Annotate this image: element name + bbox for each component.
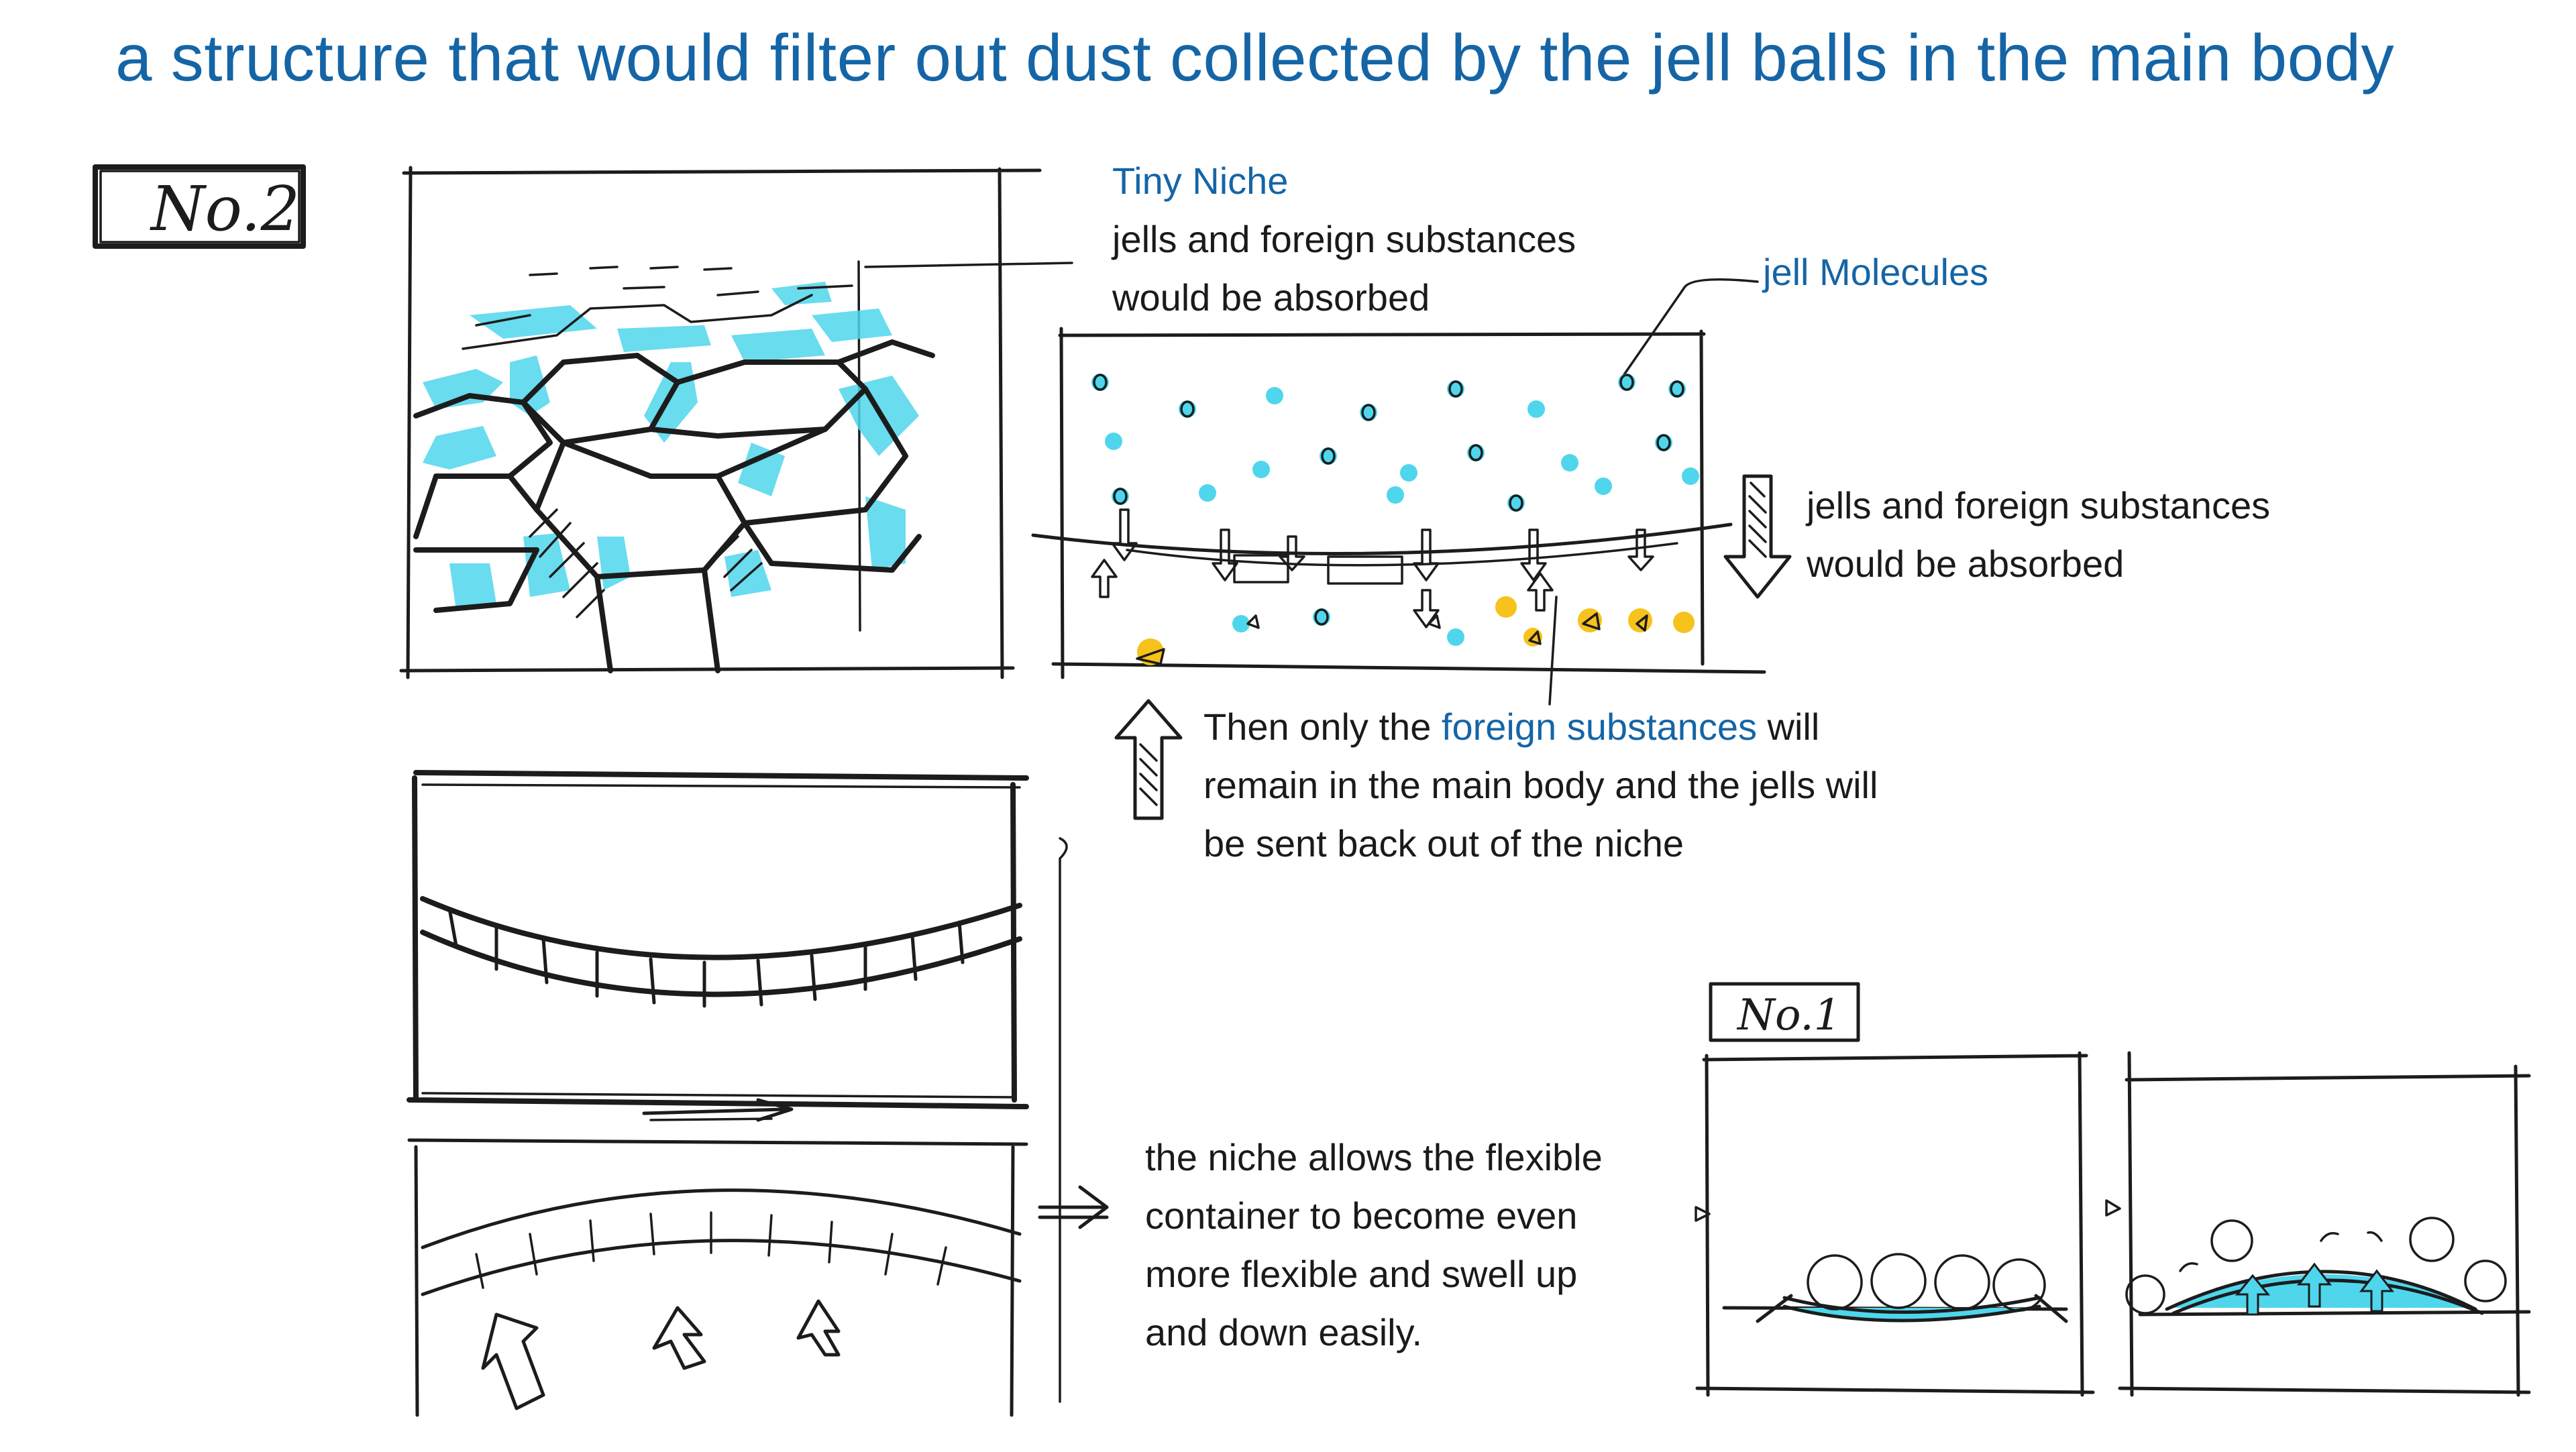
no2-label-box: No.2 [93, 164, 306, 249]
then-note-text-a: Then only the [1203, 706, 1442, 748]
large-up-arrow-icon [1114, 699, 1183, 820]
then-note-text-c: will [1756, 706, 1820, 748]
then-note-line3: be sent back out of the niche [1203, 822, 1684, 864]
absorbed-note-line2: would be absorbed [1807, 543, 2125, 585]
jell-molecules-label: jell Molecules [1763, 251, 1989, 293]
hexagon-sketch [399, 166, 1073, 679]
bracket-arrow [1038, 837, 1109, 1403]
foreign-substances-highlight: foreign substances [1441, 706, 1757, 748]
niche-note-line2: container to become even [1145, 1194, 1578, 1237]
niche-filter-diagram [1031, 278, 1766, 706]
no1-panel-flat [1695, 1051, 2095, 1397]
absorbed-note-line1: jells and foreign substances [1807, 484, 2271, 526]
no1-panel-swell [2105, 1051, 2531, 1397]
niche-note-line1: the niche allows the flexible [1145, 1136, 1603, 1178]
tiny-niche-label: Tiny Niche [1112, 160, 1289, 202]
tiny-niche-line2: would be absorbed [1112, 276, 1430, 319]
niche-note-line3: more flexible and swell up [1145, 1253, 1578, 1295]
tiny-niche-line1: jells and foreign substances [1112, 218, 1576, 260]
page-title: a structure that would filter out dust c… [115, 21, 2395, 95]
no1-label-text: No.1 [1736, 991, 1841, 1040]
then-note-line1: Then only the foreign substances will [1203, 697, 1819, 756]
large-down-arrow-icon [1723, 474, 1792, 599]
no2-label-text: No.2 [150, 173, 300, 245]
no1-label-box: No.1 [1709, 982, 1860, 1042]
membrane-sketch [407, 770, 1029, 1417]
niche-note-line4: and down easily. [1145, 1311, 1422, 1353]
then-note-line2: remain in the main body and the jells wi… [1203, 764, 1878, 806]
